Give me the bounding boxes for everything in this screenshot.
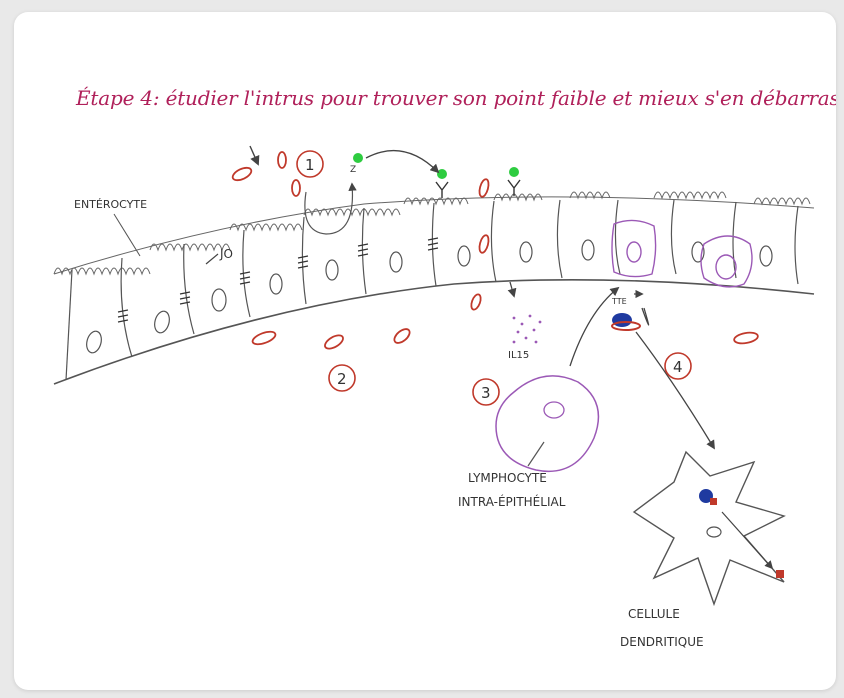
receptor-ligands — [353, 153, 520, 198]
step-markers — [297, 151, 691, 405]
il15-label: IL15 — [508, 350, 529, 361]
lymphocyte-label-line2: INTRA-ÉPITHÉLIAL — [458, 494, 566, 509]
dendritic-label-line1: CELLULE — [628, 607, 680, 621]
tte-label: TTE — [611, 297, 627, 306]
gliadin-peptides — [231, 152, 759, 351]
receptor-arrow — [366, 151, 438, 172]
intraepithelial-lymphocytes — [612, 220, 752, 286]
lymphocyte-pointer — [528, 442, 544, 466]
step-1-label: 1 — [305, 156, 315, 174]
step-2-label: 2 — [337, 370, 347, 388]
figure-card: Étape 4: étudier l'intrus pour trouver s… — [14, 12, 836, 690]
enterocyte-label: ENTÉROCYTE — [74, 198, 147, 211]
il15-arrow — [510, 282, 514, 296]
step-3-label: 3 — [481, 384, 491, 402]
z-label: Z — [350, 165, 356, 175]
step-4-label: 4 — [673, 358, 683, 376]
enterocyte-pointer — [114, 214, 140, 256]
lymphocyte-to-epithelium-arrow — [570, 288, 618, 366]
entry-arrow — [250, 146, 258, 164]
il15-particles — [513, 315, 542, 344]
dendritic-nucleus — [707, 527, 721, 537]
basement-membrane — [54, 280, 814, 384]
lymphocyte-label-line1: LYMPHOCYTE — [468, 471, 547, 485]
celiac-diagram: 1 2 3 4 ENTÉROCYTE JO Z IL15 TTE LYMPHOC… — [14, 12, 836, 690]
presented-antigen — [776, 570, 784, 578]
dendritic-antigen-fragment — [710, 498, 717, 505]
jo-label: JO — [219, 247, 233, 261]
lymphocyte-nucleus — [544, 402, 564, 418]
lymphocyte-cell — [496, 376, 598, 471]
enterocyte-walls — [66, 200, 798, 380]
jo-pointer — [206, 254, 218, 264]
dendritic-label-line2: DENDRITIQUE — [620, 635, 704, 649]
